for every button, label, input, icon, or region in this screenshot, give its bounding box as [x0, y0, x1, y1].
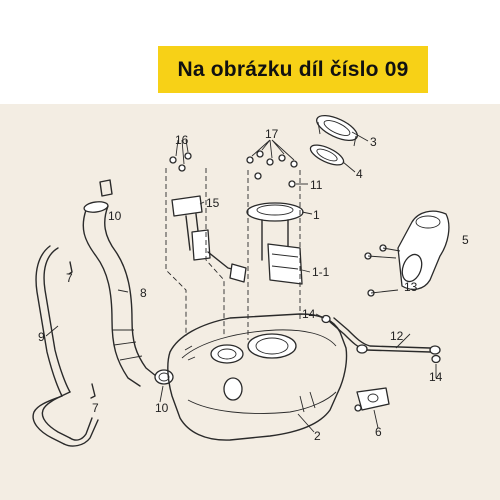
callout-14-right: 14 [429, 370, 443, 384]
callout-1-1: 1-1 [312, 265, 330, 279]
callout-6: 6 [375, 425, 382, 439]
part-6-bracket [354, 387, 390, 412]
part-2-fuel-tank [167, 313, 348, 441]
callout-5: 5 [462, 233, 469, 247]
callout-16: 16 [175, 133, 189, 147]
callout-2: 2 [314, 429, 321, 443]
callout-17: 17 [265, 127, 279, 141]
part-8-filler-hose [82, 201, 157, 387]
callout-4: 4 [356, 167, 363, 181]
diagram-panel [0, 104, 500, 500]
callout-8: 8 [140, 286, 147, 300]
callout-labels: 3 4 1 1-1 11 16 17 15 10 7 8 9 7 10 2 6 … [38, 127, 469, 443]
part-17-screws [246, 150, 298, 180]
callout-14-left: 14 [302, 307, 316, 321]
leader-lines [45, 131, 437, 433]
part-5-filler-neck [397, 210, 450, 291]
part-1-fuel-pump-unit [246, 170, 304, 340]
banner-text: Na obrázku díl číslo 09 [177, 57, 409, 81]
callout-10-bottom: 10 [155, 401, 169, 415]
callout-13: 13 [404, 280, 418, 294]
callout-7-bottom: 7 [92, 401, 99, 415]
part-12-vent-tube [329, 317, 441, 355]
part-16-screws [169, 152, 192, 172]
part-3-fuel-cap [316, 114, 358, 147]
callout-15: 15 [206, 196, 220, 210]
part-4-gasket [309, 144, 345, 166]
part-9-breather-hose [32, 245, 99, 447]
callout-3: 3 [370, 135, 377, 149]
part-11-screw [288, 180, 296, 188]
part-13-screws [364, 244, 401, 297]
callout-12: 12 [390, 329, 404, 343]
callout-9: 9 [38, 330, 45, 344]
callout-10-top: 10 [108, 209, 122, 223]
part-14-connectors [321, 314, 441, 364]
callout-11: 11 [310, 178, 323, 192]
part-15-level-sensor [165, 168, 247, 336]
part-number-banner: Na obrázku díl číslo 09 [158, 46, 428, 93]
part-7-clips [68, 261, 96, 399]
callout-1: 1 [313, 208, 320, 222]
callout-7-top: 7 [66, 271, 73, 285]
